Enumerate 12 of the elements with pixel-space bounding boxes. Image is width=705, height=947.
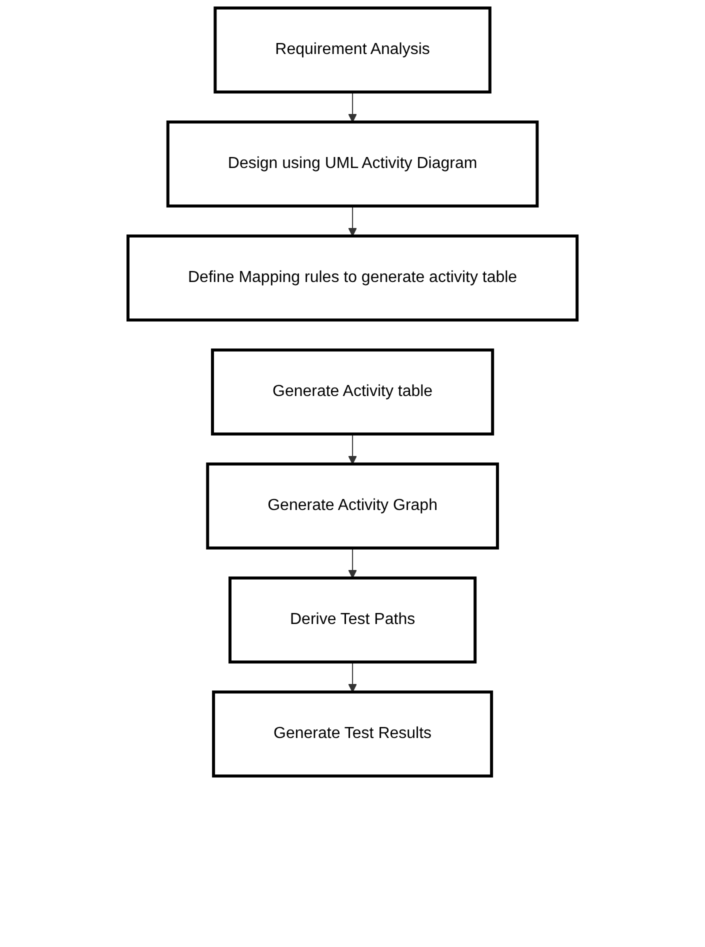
node-box: Design using UML Activity Diagram [166,120,539,208]
node-box: Generate Test Results [212,690,493,778]
arrow [348,434,357,464]
arrow [348,206,357,236]
node-box: Define Mapping rules to generate activity table [126,234,579,322]
arrow [348,662,357,692]
node-box: Requirement Analysis [214,6,492,94]
node-box: Generate Activity table [210,348,494,436]
node-box: Derive Test Paths [228,576,477,664]
arrow [348,548,357,578]
node-box: Generate Activity Graph [206,462,499,550]
arrow [348,92,357,122]
